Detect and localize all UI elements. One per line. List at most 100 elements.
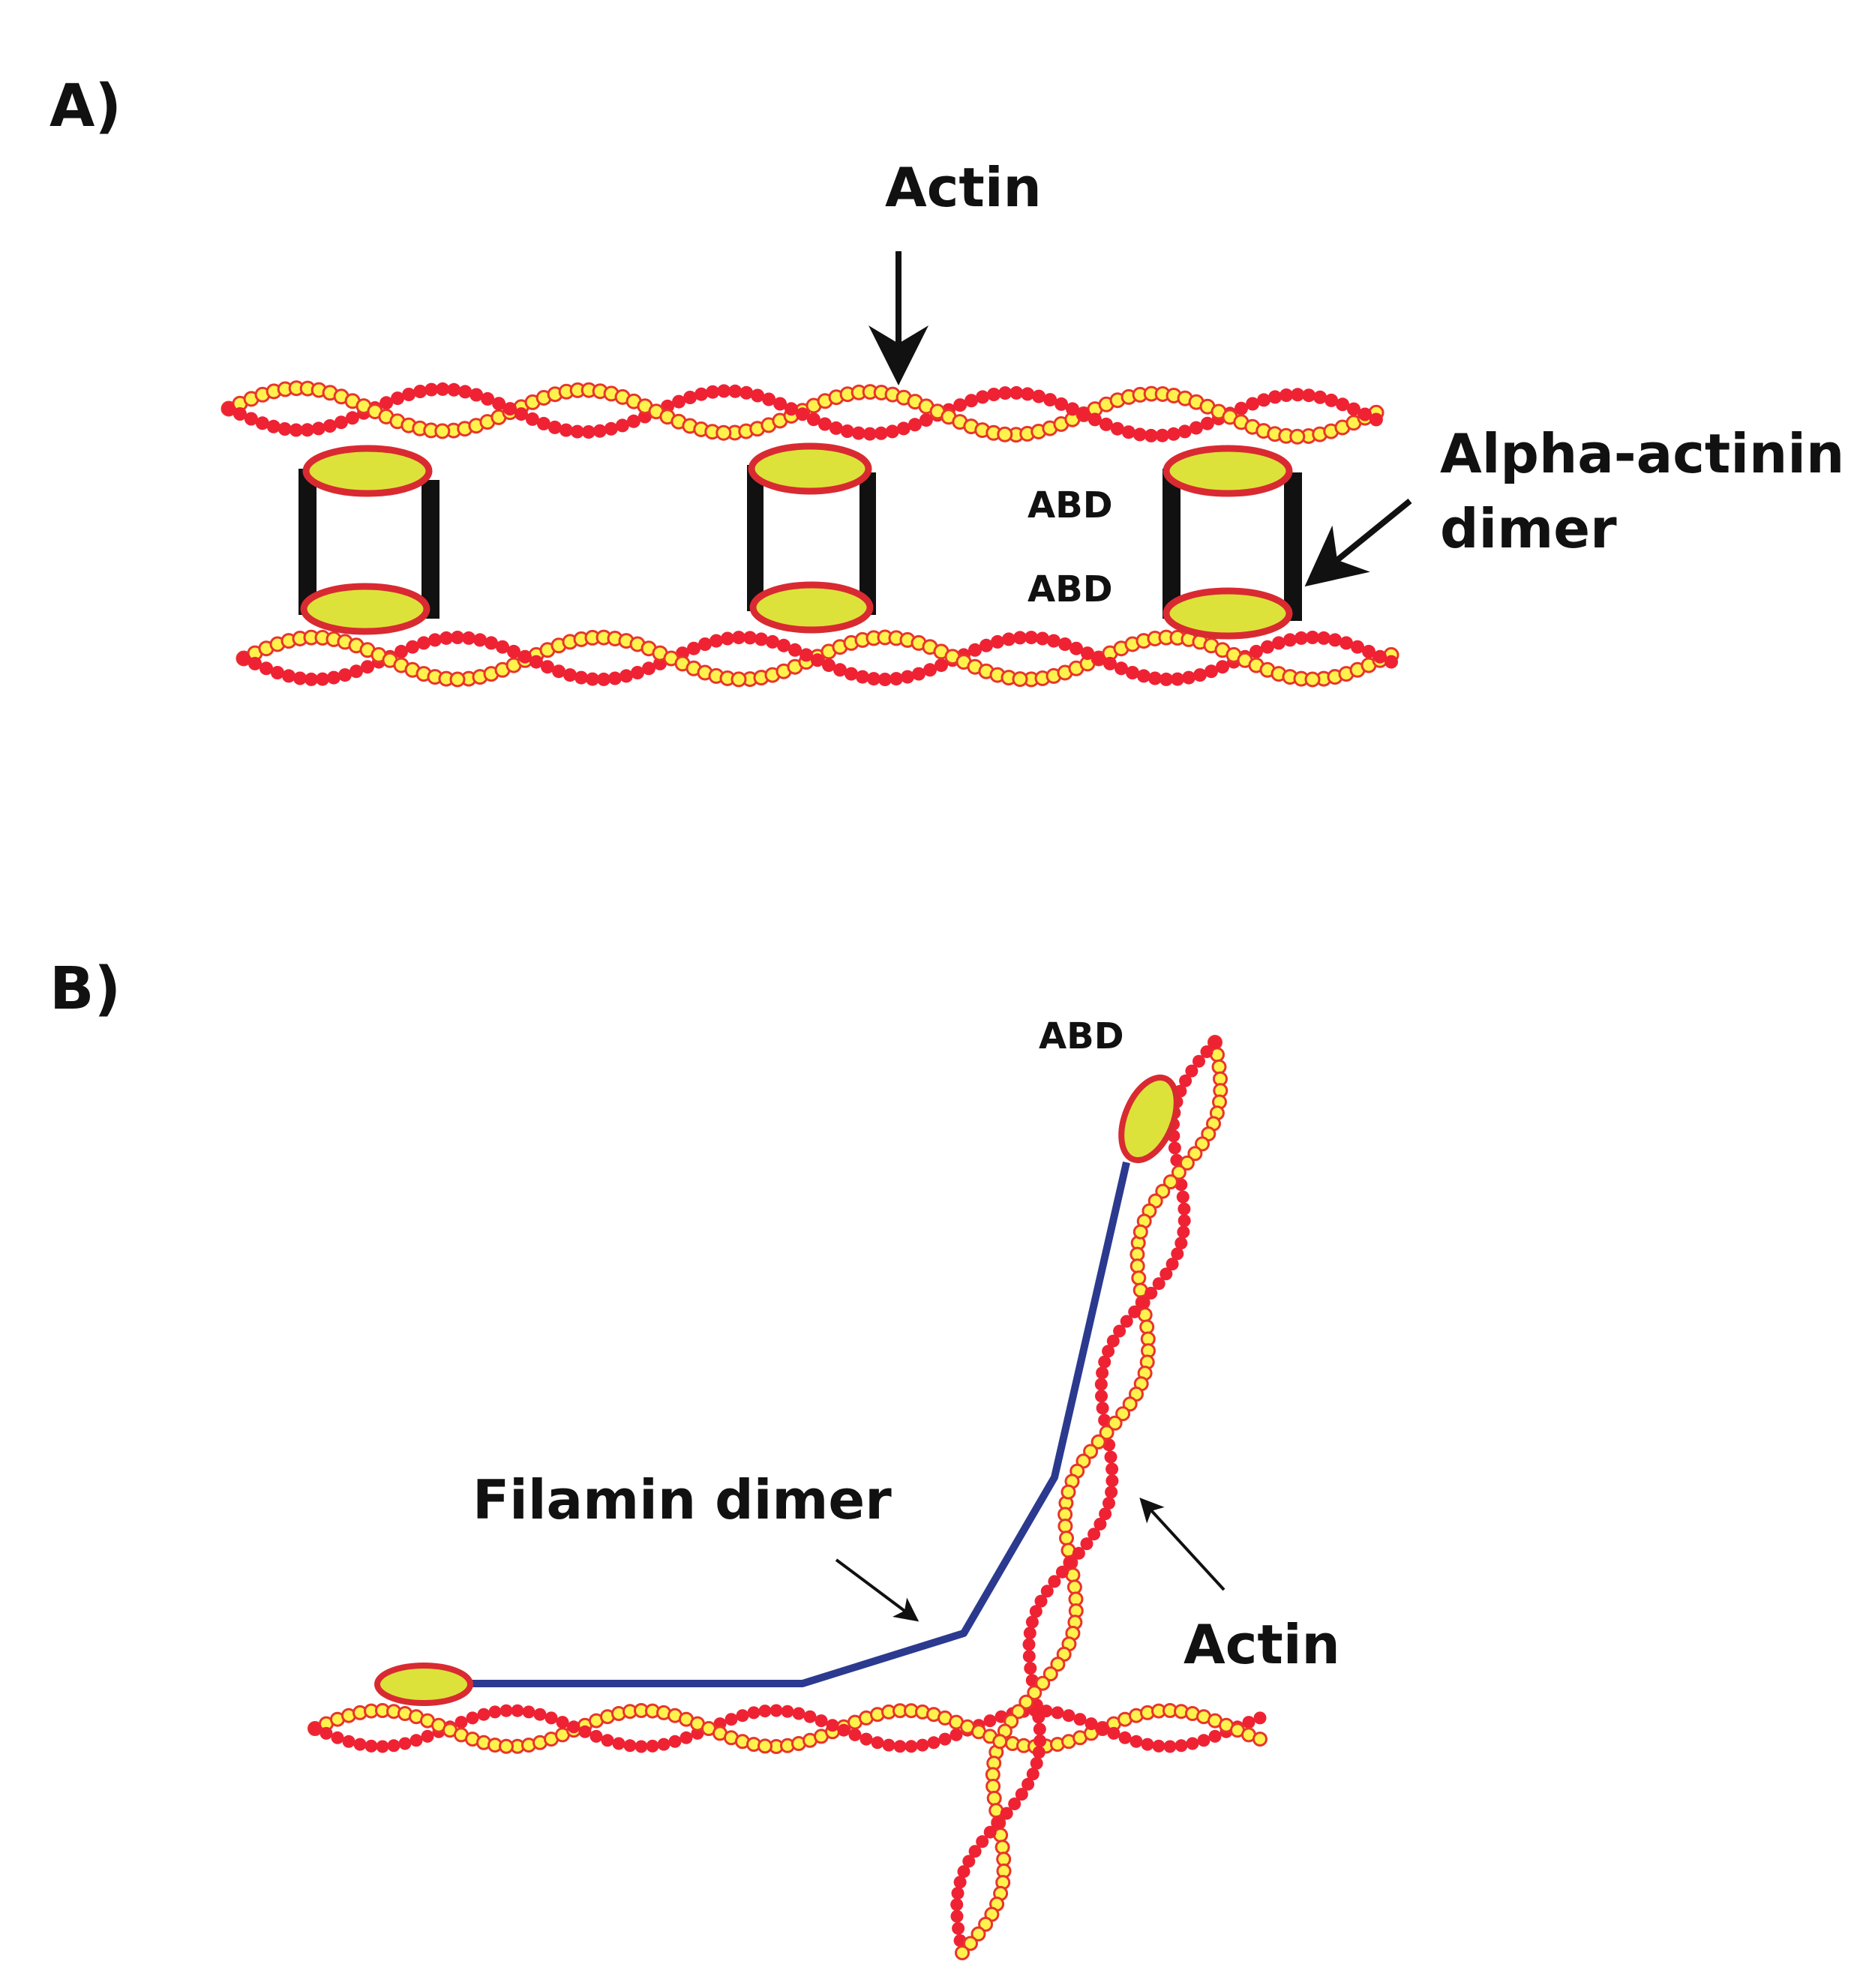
actin-bead-red — [1099, 417, 1113, 431]
actin-bead-red — [1096, 1366, 1109, 1380]
actin-bead-red — [1186, 1737, 1199, 1750]
actin-bead-red — [938, 1732, 952, 1746]
actin-bead-red — [952, 1922, 965, 1935]
actin-bead-red — [758, 1705, 772, 1718]
actin-bead-red — [1070, 641, 1083, 655]
actin-bead-red — [642, 661, 656, 676]
actin-bead-red — [260, 661, 273, 676]
abd-label-bottom: ABD — [1028, 568, 1113, 610]
actin-bead-red — [1246, 397, 1260, 411]
actin-bead-red — [1302, 388, 1316, 403]
actin-bead-red — [222, 402, 236, 415]
actin-bead-red — [1168, 1141, 1181, 1155]
actin-bead-red — [1047, 634, 1060, 648]
actin-bead-red — [541, 660, 554, 674]
actin-bead-red — [1106, 1474, 1119, 1488]
actin-bead-red — [266, 419, 280, 433]
actin-bead-red — [1023, 1627, 1036, 1640]
actin-bead-red — [743, 631, 757, 645]
actin-bead-yellow — [1042, 1666, 1058, 1682]
actin-bead-red — [1102, 1345, 1115, 1358]
actin-bead-red — [1036, 631, 1049, 646]
actin-bead-yellow — [1171, 1165, 1186, 1180]
filamin-abd-top — [1118, 1074, 1180, 1164]
actin-bead-red — [361, 660, 374, 674]
actin-bead-red — [233, 407, 247, 421]
actin-bead-red — [1177, 1225, 1190, 1239]
actin-bead-red — [1098, 1355, 1112, 1369]
actin-bead-red — [987, 388, 1001, 401]
actin-bead-red — [680, 1731, 693, 1744]
actin-bead-yellow — [1115, 1406, 1131, 1422]
actin-bead-red — [1189, 421, 1203, 435]
actin-bead-yellow — [1083, 1444, 1099, 1459]
actin-bead-red — [657, 1738, 670, 1751]
actin-bead-yellow — [1035, 1675, 1051, 1691]
actin-bead-red — [511, 1704, 524, 1717]
actin-bead-red — [1092, 652, 1106, 665]
actin-bead-red — [334, 415, 348, 430]
actin-bead-red — [1022, 1638, 1036, 1651]
actin-bead-red — [953, 1876, 967, 1889]
actin-bead-red — [413, 385, 428, 398]
actin-bead-red — [754, 632, 768, 646]
actin-bead-red — [1110, 421, 1124, 436]
actin-bead-red — [488, 1705, 502, 1719]
actin-bead-red — [1178, 1214, 1191, 1228]
actin-bead-red — [1197, 1734, 1210, 1747]
actin-bead-red — [740, 385, 754, 400]
actin-bead-red — [1029, 1605, 1042, 1618]
actin-bead-red — [1032, 389, 1046, 403]
actin-bead-yellow — [955, 1945, 970, 1961]
actin-arrow-b — [1139, 1498, 1226, 1591]
actin-bead-red — [327, 670, 340, 685]
actin-bead-red — [1208, 1729, 1222, 1743]
actin-bead-red — [1294, 631, 1308, 645]
actin-bead-red — [631, 666, 644, 679]
actin-bead-yellow — [1304, 671, 1321, 688]
actin-bead-red — [1174, 1237, 1188, 1250]
actin-bead-red — [957, 1865, 970, 1879]
actin-bead-red — [559, 423, 573, 437]
actin-bead-red — [833, 663, 847, 677]
actin-bead-red — [747, 1706, 760, 1720]
actin-bead-red — [1088, 412, 1102, 427]
actin-bead-red — [1024, 1662, 1037, 1675]
actin-bead-red — [304, 672, 318, 686]
actin-bead-yellow — [730, 671, 747, 688]
actin-bead-red — [934, 658, 948, 673]
actin-bead-red — [1010, 385, 1024, 400]
actin-bead-red — [278, 422, 292, 436]
actin-bead-red — [1032, 1746, 1046, 1759]
actin-bead-red — [1369, 412, 1383, 427]
actin-bead-red — [1283, 633, 1297, 647]
actin-bead-red — [908, 418, 922, 432]
actin-bead-red — [724, 1713, 738, 1726]
actin-bead-red — [893, 1740, 907, 1753]
actin-bead-yellow — [1131, 1270, 1147, 1286]
actin-bead-red — [1033, 1723, 1046, 1736]
actin-bead-red — [1055, 1565, 1069, 1579]
actin-bead-red — [1200, 1045, 1214, 1058]
actin-bead-red — [1272, 636, 1286, 650]
actin-bead-yellow — [1132, 1224, 1148, 1240]
actin-bead-red — [548, 420, 562, 434]
actin-bead-red — [800, 648, 813, 662]
actin-bead-red — [683, 391, 698, 404]
actin-bead-red — [1291, 388, 1305, 402]
actin-bead-yellow — [1252, 1732, 1268, 1747]
actin-bead-red — [867, 672, 880, 686]
actin-bead-red — [732, 631, 746, 645]
actin-bead-red — [544, 1711, 558, 1725]
actin-bead-red — [1347, 402, 1360, 416]
actin-bead-red — [717, 384, 731, 398]
actin-bead-red — [1182, 670, 1196, 685]
actin-bead-yellow — [434, 423, 451, 439]
actin-bead-red — [1040, 1585, 1054, 1598]
actin-bead-red — [904, 1740, 918, 1753]
actin-bead-red — [447, 382, 461, 397]
actin-bead-red — [484, 636, 498, 650]
actin-bead-red — [968, 643, 982, 657]
actin-bead-red — [1015, 1788, 1028, 1801]
actin-bead-red — [1192, 1054, 1205, 1068]
